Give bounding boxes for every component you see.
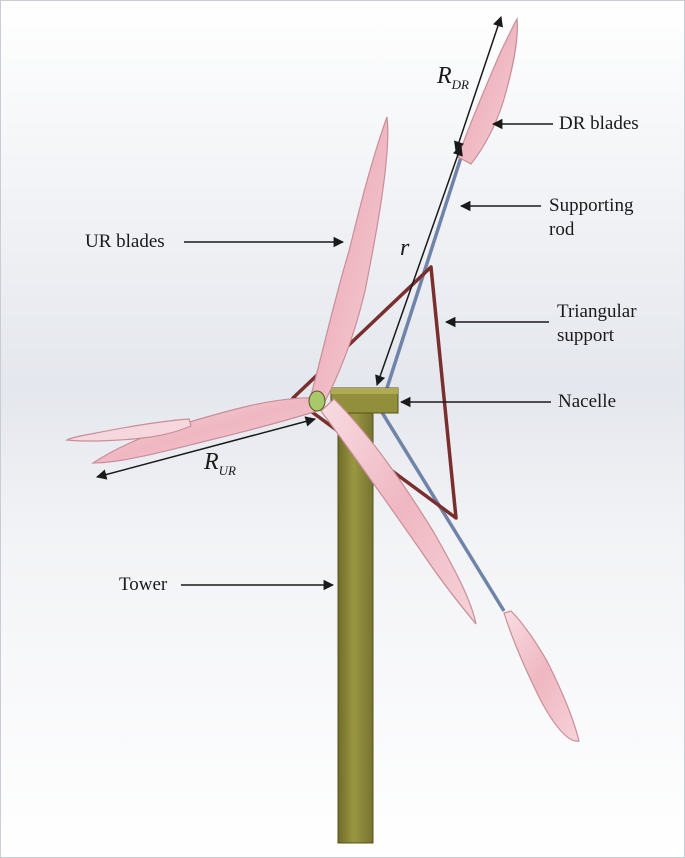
tower <box>337 408 374 844</box>
r-dimension-arrow <box>375 145 463 386</box>
label-triangular-support-line1: Triangular <box>557 301 637 322</box>
label-supporting-rod-line2: rod <box>549 219 575 240</box>
r-dr-dimension-arrow <box>454 16 503 152</box>
dr-blade-lower <box>503 610 580 742</box>
symbol-r-dr-sub: DR <box>451 76 470 92</box>
ur-blade-down <box>320 398 477 625</box>
symbol-r-ur-base: R <box>204 449 219 475</box>
ur-hub <box>308 390 326 412</box>
r-ur-dimension-arrow <box>95 416 317 480</box>
symbol-r-ur: RUR <box>204 449 236 479</box>
label-triangular-support-line2: support <box>557 325 614 346</box>
label-nacelle: Nacelle <box>558 391 617 412</box>
symbol-r-dr: RDR <box>437 63 469 93</box>
ur-blade-up <box>309 116 389 406</box>
label-dr-blades: DR blades <box>559 113 639 134</box>
symbol-r-dr-base: R <box>437 63 452 89</box>
nacelle-top <box>331 388 398 394</box>
label-supporting-rod-line1: Supporting <box>549 195 634 216</box>
symbol-r: r <box>400 235 410 261</box>
label-ur-blades: UR blades <box>85 231 165 252</box>
symbol-r-ur-sub: UR <box>218 462 237 478</box>
label-tower: Tower <box>119 574 168 595</box>
